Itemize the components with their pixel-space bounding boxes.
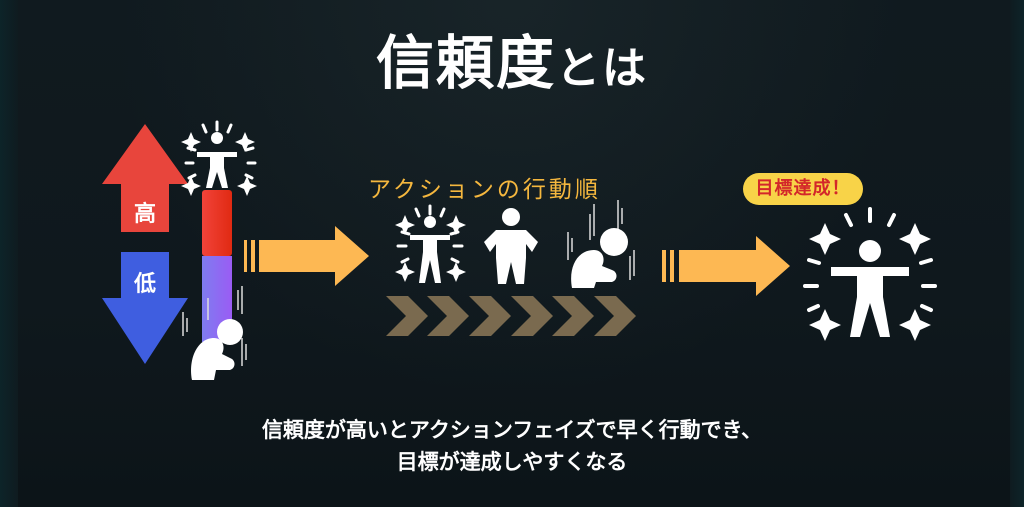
arrow-right-2 <box>662 236 790 296</box>
background-edge-right <box>1010 0 1024 507</box>
tremble-lines-icon <box>182 286 247 366</box>
trust-scale-arrows <box>102 124 188 364</box>
sparkle-stars-icon <box>181 132 257 196</box>
celebrating-person-icon <box>831 240 909 337</box>
celebrating-person-icon <box>410 216 450 283</box>
trust-bar-graphic <box>181 120 257 380</box>
celebrating-person-icon <box>197 132 237 188</box>
title-suffix: とは <box>556 43 648 94</box>
up-arrow-icon <box>102 124 188 232</box>
crouching-sad-person-icon <box>571 228 628 288</box>
tremble-lines-icon <box>567 200 635 280</box>
high-label: 高 <box>133 202 156 227</box>
low-label: 低 <box>133 272 156 297</box>
down-arrow-icon <box>102 252 188 364</box>
caption-line-1: 信頼度が高いとアクションフェイズで早く行動でき、 <box>261 418 763 442</box>
action-order-graphic <box>386 200 636 336</box>
crouching-sad-person-icon <box>191 319 243 380</box>
action-order-label: アクションの行動順 <box>368 177 601 203</box>
sparkle-rays-icon <box>803 207 937 312</box>
sparkle-rays-icon <box>396 204 464 264</box>
sparkle-stars-icon <box>395 215 466 282</box>
caption-line-2: 目標が達成しやすくなる <box>396 450 628 474</box>
chevron-row-icon <box>386 296 636 336</box>
trust-bar-high <box>202 190 232 256</box>
sparkle-stars-icon <box>809 223 931 341</box>
title-main: 信頼度 <box>375 29 556 97</box>
page-title: 信頼度とは <box>0 16 1024 100</box>
background-edge-left <box>0 0 18 507</box>
goal-achieved-badge: 目標達成！ <box>743 173 863 205</box>
arrow-right-1 <box>244 226 369 286</box>
standing-person-icon <box>484 208 538 284</box>
goal-graphic <box>803 207 937 341</box>
